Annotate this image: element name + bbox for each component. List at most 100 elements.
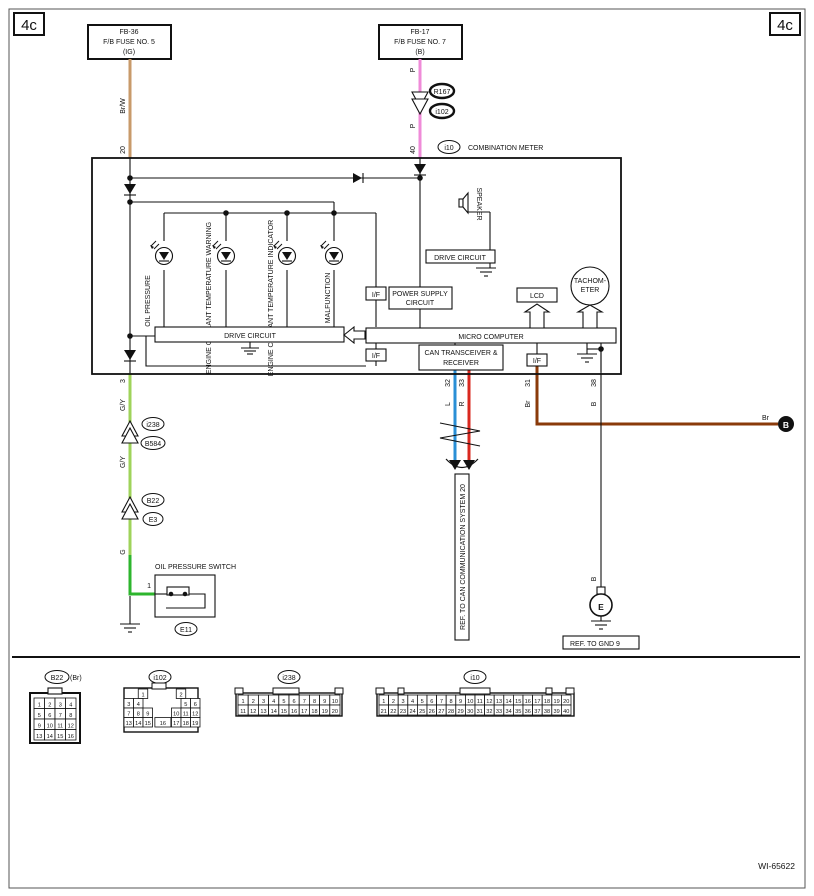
svg-text:16: 16 [68,734,74,740]
wire-br [535,366,778,426]
svg-text:38: 38 [544,709,550,715]
svg-text:SPEAKER: SPEAKER [475,187,482,220]
svg-text:i238: i238 [282,675,295,682]
diode-left-top [124,184,136,196]
svg-text:12: 12 [68,724,74,730]
svg-text:3: 3 [127,702,130,708]
connector-pin: 28 [445,704,457,716]
svg-text:1: 1 [141,693,144,699]
wire-label: Br [525,400,532,408]
connector-pin: 13 [33,729,45,741]
svg-text:F/B FUSE NO. 5: F/B FUSE NO. 5 [103,39,155,46]
connector-pin: 34 [503,704,514,716]
svg-text:DRIVE CIRCUIT: DRIVE CIRCUIT [434,255,486,262]
svg-text:8: 8 [449,699,452,705]
connector-pin: 12 [190,707,201,718]
svg-text:i10: i10 [470,675,479,682]
svg-text:E3: E3 [149,517,158,524]
svg-text:B22: B22 [147,498,160,505]
if-box-upper: I/F [365,286,387,301]
fuse-right: FB-17 F/B FUSE NO. 7 (B) [378,24,463,60]
connector-pin: 19 [319,704,331,716]
svg-text:B22: B22 [51,675,64,682]
svg-text:20: 20 [332,709,338,715]
arrow-left-icon [343,325,366,345]
svg-text:13: 13 [260,709,266,715]
svg-text:i10: i10 [444,145,453,152]
connector-pin: 9 [33,718,45,730]
connector-pin: 31 [474,704,486,716]
svg-text:7: 7 [303,699,306,705]
svg-text:17: 17 [301,709,307,715]
connector-pin: 8 [65,708,77,720]
svg-text:1: 1 [382,699,385,705]
svg-text:16: 16 [291,709,297,715]
can-transceiver: CAN TRANSCEIVER & RECEIVER [418,344,504,371]
connector-pin: 10 [329,694,341,706]
svg-text:4: 4 [69,703,72,709]
svg-text:11: 11 [240,709,246,715]
led-lamp-icon [150,240,174,266]
led-lamp-icon [212,240,236,266]
svg-text:17: 17 [173,721,179,727]
svg-text:14: 14 [271,709,277,715]
connector-pin: 20 [329,704,341,716]
connector-pin: 1 [137,688,149,699]
svg-text:8: 8 [69,713,72,719]
connector-pin: 6 [190,698,201,709]
connector-pin: 30 [464,704,476,716]
connector-pin: 7 [298,694,310,706]
svg-text:1: 1 [147,583,151,590]
connector-pin: 15 [513,694,524,706]
svg-text:7: 7 [127,712,130,718]
svg-text:32: 32 [486,709,492,715]
connector-pin: 29 [455,704,466,716]
pin-label: 40 [410,146,417,154]
svg-text:i102: i102 [153,675,166,682]
connector-pin: 9 [455,694,466,706]
lamp-label: MALFUNCTION [325,273,332,324]
svg-text:CIRCUIT: CIRCUIT [406,300,435,307]
connector-pin: 4 [133,698,144,709]
svg-text:13: 13 [496,699,502,705]
svg-text:i102: i102 [435,109,448,116]
ground-symbol [577,353,597,363]
connector-pin: 18 [180,717,191,728]
svg-text:16: 16 [160,721,166,727]
svg-text:1: 1 [38,703,41,709]
svg-text:11: 11 [477,699,483,705]
svg-text:CAN TRANSCEIVER &: CAN TRANSCEIVER & [425,350,498,357]
diode-left-bottom [124,350,136,362]
svg-text:I/F: I/F [372,292,380,299]
svg-text:9: 9 [323,699,326,705]
speaker-icon: SPEAKER [458,187,490,221]
connector-pin: 1 [378,694,390,706]
connector-pin: 2 [388,694,399,706]
pin-label: 20 [120,146,127,154]
connector-pin: 8 [133,707,144,718]
svg-text:37: 37 [534,709,540,715]
svg-text:5: 5 [184,702,187,708]
svg-text:36: 36 [525,709,531,715]
svg-text:6: 6 [293,699,296,705]
pin-label: 31 [525,379,532,387]
connector-pin: 10 [464,694,476,706]
svg-text:40: 40 [563,709,569,715]
svg-text:7: 7 [59,713,62,719]
svg-text:17: 17 [534,699,540,705]
svg-text:21: 21 [381,709,387,715]
svg-text:I/F: I/F [372,353,380,360]
can-arrows [439,422,481,470]
connector-pin: 5 [33,708,45,720]
connector-pin: 4 [407,694,418,706]
svg-text:POWER SUPPLY: POWER SUPPLY [392,291,448,298]
drive-circuit-speaker: DRIVE CIRCUIT [425,249,496,277]
svg-text:16: 16 [525,699,531,705]
svg-text:4c: 4c [777,17,793,34]
svg-text:35: 35 [515,709,521,715]
svg-text:i238: i238 [146,422,159,429]
connector-pin: 20 [561,694,572,706]
